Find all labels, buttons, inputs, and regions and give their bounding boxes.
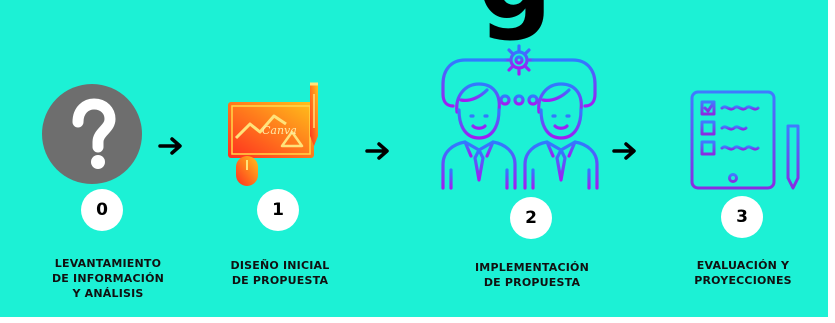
step-label: EVALUACIÓN Y PROYECCIONES <box>670 258 816 288</box>
title-fragment: g <box>478 0 552 34</box>
step-label: DISEÑO INICIAL DE PROPUESTA <box>208 258 352 288</box>
right-arrow-icon <box>158 136 184 156</box>
team-gear-icon <box>435 40 603 190</box>
step-label-line: DE PROPUESTA <box>231 274 329 287</box>
step-label: IMPLEMENTACIÓN DE PROPUESTA <box>449 260 615 290</box>
step-label: LEVANTAMIENTO DE INFORMACIÓN Y ANÁLISIS <box>32 256 184 301</box>
design-canvas-icon: Canva <box>222 80 330 188</box>
canva-logo-text: Canva <box>262 124 297 137</box>
process-panel: g Canva <box>0 0 828 317</box>
step-label-line: PROYECCIONES <box>694 274 792 287</box>
step-number-badge: 0 <box>81 189 123 231</box>
right-arrow-icon <box>612 141 638 161</box>
step-label-line: IMPLEMENTACIÓN <box>475 261 589 274</box>
step-label-line: Y ANÁLISIS <box>72 287 144 300</box>
step-label-line: DISEÑO INICIAL <box>230 259 330 272</box>
question-mark-icon <box>42 84 142 184</box>
step-label-line: LEVANTAMIENTO <box>54 257 162 270</box>
step-label-line: DE INFORMACIÓN <box>51 272 165 285</box>
right-arrow-icon <box>365 141 391 161</box>
step-number-badge: 2 <box>510 197 552 239</box>
step-number-badge: 3 <box>721 196 763 238</box>
step-label-line: EVALUACIÓN Y <box>696 259 790 272</box>
tablet-checklist-icon <box>688 88 810 192</box>
step-number-badge: 1 <box>257 189 299 231</box>
step-label-line: DE PROPUESTA <box>483 276 581 289</box>
